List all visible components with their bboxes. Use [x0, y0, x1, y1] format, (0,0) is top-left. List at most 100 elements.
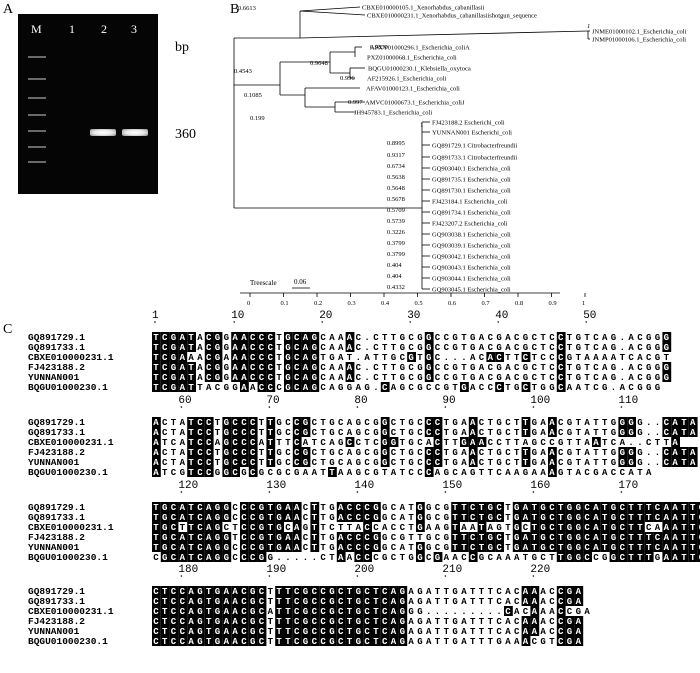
residue: T: [567, 363, 573, 373]
residue: A: [690, 428, 696, 438]
residue: C: [470, 543, 476, 553]
residue: T: [637, 533, 643, 543]
residue: G: [408, 607, 413, 617]
residue: A: [576, 617, 582, 627]
identity-shading: [292, 352, 302, 362]
residue: C: [232, 468, 238, 478]
residue: C: [338, 637, 344, 647]
residue: C: [197, 428, 203, 438]
identity-shading: [671, 457, 680, 467]
residue: A: [470, 418, 476, 428]
identity-shading: [310, 586, 320, 596]
residue: G: [259, 523, 264, 533]
identity-shading: [248, 596, 258, 606]
residue: G: [664, 343, 669, 353]
residue: C: [549, 438, 555, 448]
identity-shading: [169, 382, 179, 392]
residue: C: [250, 543, 256, 553]
identity-shading: [292, 616, 302, 626]
residue: G: [576, 543, 581, 553]
residue: T: [188, 363, 194, 373]
identity-shading: [468, 502, 478, 512]
taxon-label: GQ891733.1 Citrobacterfreundii: [432, 155, 517, 162]
ladder-band: [28, 56, 46, 58]
residue: C: [250, 513, 256, 523]
residue: C: [364, 533, 370, 543]
residue: G: [329, 418, 334, 428]
identity-shading: [160, 512, 170, 522]
residue: T: [259, 458, 265, 468]
identity-shading: [688, 552, 698, 562]
residue: G: [303, 617, 308, 627]
residue: A: [593, 523, 599, 533]
residue: G: [496, 343, 501, 353]
residue: T: [479, 587, 485, 597]
residue: C: [364, 448, 370, 458]
identity-shading: [160, 606, 170, 616]
identity-shading: [495, 512, 504, 522]
residue: A: [672, 523, 678, 533]
identity-shading: [380, 616, 390, 626]
residue: T: [558, 523, 564, 533]
identity-shading: [231, 636, 240, 646]
residue: T: [391, 333, 397, 343]
identity-shading: [389, 586, 399, 596]
residue: T: [461, 533, 467, 543]
identity-shading: [152, 447, 161, 457]
identity-shading: [644, 502, 654, 512]
residue: G: [197, 607, 202, 617]
residue: T: [171, 458, 177, 468]
residue: G: [611, 553, 616, 563]
residue: G: [356, 458, 361, 468]
residue: T: [540, 333, 546, 343]
identity-shading: [486, 512, 496, 522]
residue: A: [232, 597, 238, 607]
residue: T: [444, 428, 450, 438]
residue: T: [382, 353, 388, 363]
identity-shading: [310, 332, 320, 342]
identity-shading: [213, 636, 223, 646]
sequence-name: FJ423188.2: [28, 616, 85, 627]
identity-shading: [504, 606, 513, 616]
residue: G: [417, 363, 422, 373]
residue: C: [364, 627, 370, 637]
residue: G: [426, 503, 431, 513]
residue: T: [532, 533, 538, 543]
residue: C: [250, 448, 256, 458]
identity-shading: [222, 457, 232, 467]
residue: T: [268, 637, 274, 647]
residue: T: [312, 543, 318, 553]
residue: C: [549, 587, 555, 597]
residue: C: [206, 458, 212, 468]
residue: C: [558, 597, 564, 607]
residue: T: [347, 353, 353, 363]
residue: A: [620, 383, 626, 393]
residue: T: [259, 418, 265, 428]
identity-shading: [688, 542, 698, 552]
residue: C: [444, 373, 450, 383]
residue: G: [197, 587, 202, 597]
residue: C: [241, 553, 247, 563]
residue: C: [285, 418, 291, 428]
residue: T: [681, 503, 687, 513]
residue: A: [646, 468, 652, 478]
residue: C: [232, 448, 238, 458]
residue: G: [303, 448, 308, 458]
identity-shading: [178, 502, 188, 512]
residue: C: [364, 458, 370, 468]
sequence-name: BQGU01000230.1: [28, 467, 108, 478]
residue: A: [338, 543, 344, 553]
identity-shading: [187, 362, 196, 372]
residue: T: [347, 637, 353, 647]
residue: G: [276, 523, 281, 533]
identity-shading: [539, 532, 548, 542]
residue: T: [153, 503, 159, 513]
identity-shading: [275, 596, 284, 606]
identity-shading: [196, 626, 205, 636]
residue: C: [364, 418, 370, 428]
identity-shading: [416, 552, 425, 562]
residue: A: [153, 418, 159, 428]
identity-shading: [486, 532, 496, 542]
identity-shading: [407, 352, 416, 362]
residue: G: [162, 513, 167, 523]
